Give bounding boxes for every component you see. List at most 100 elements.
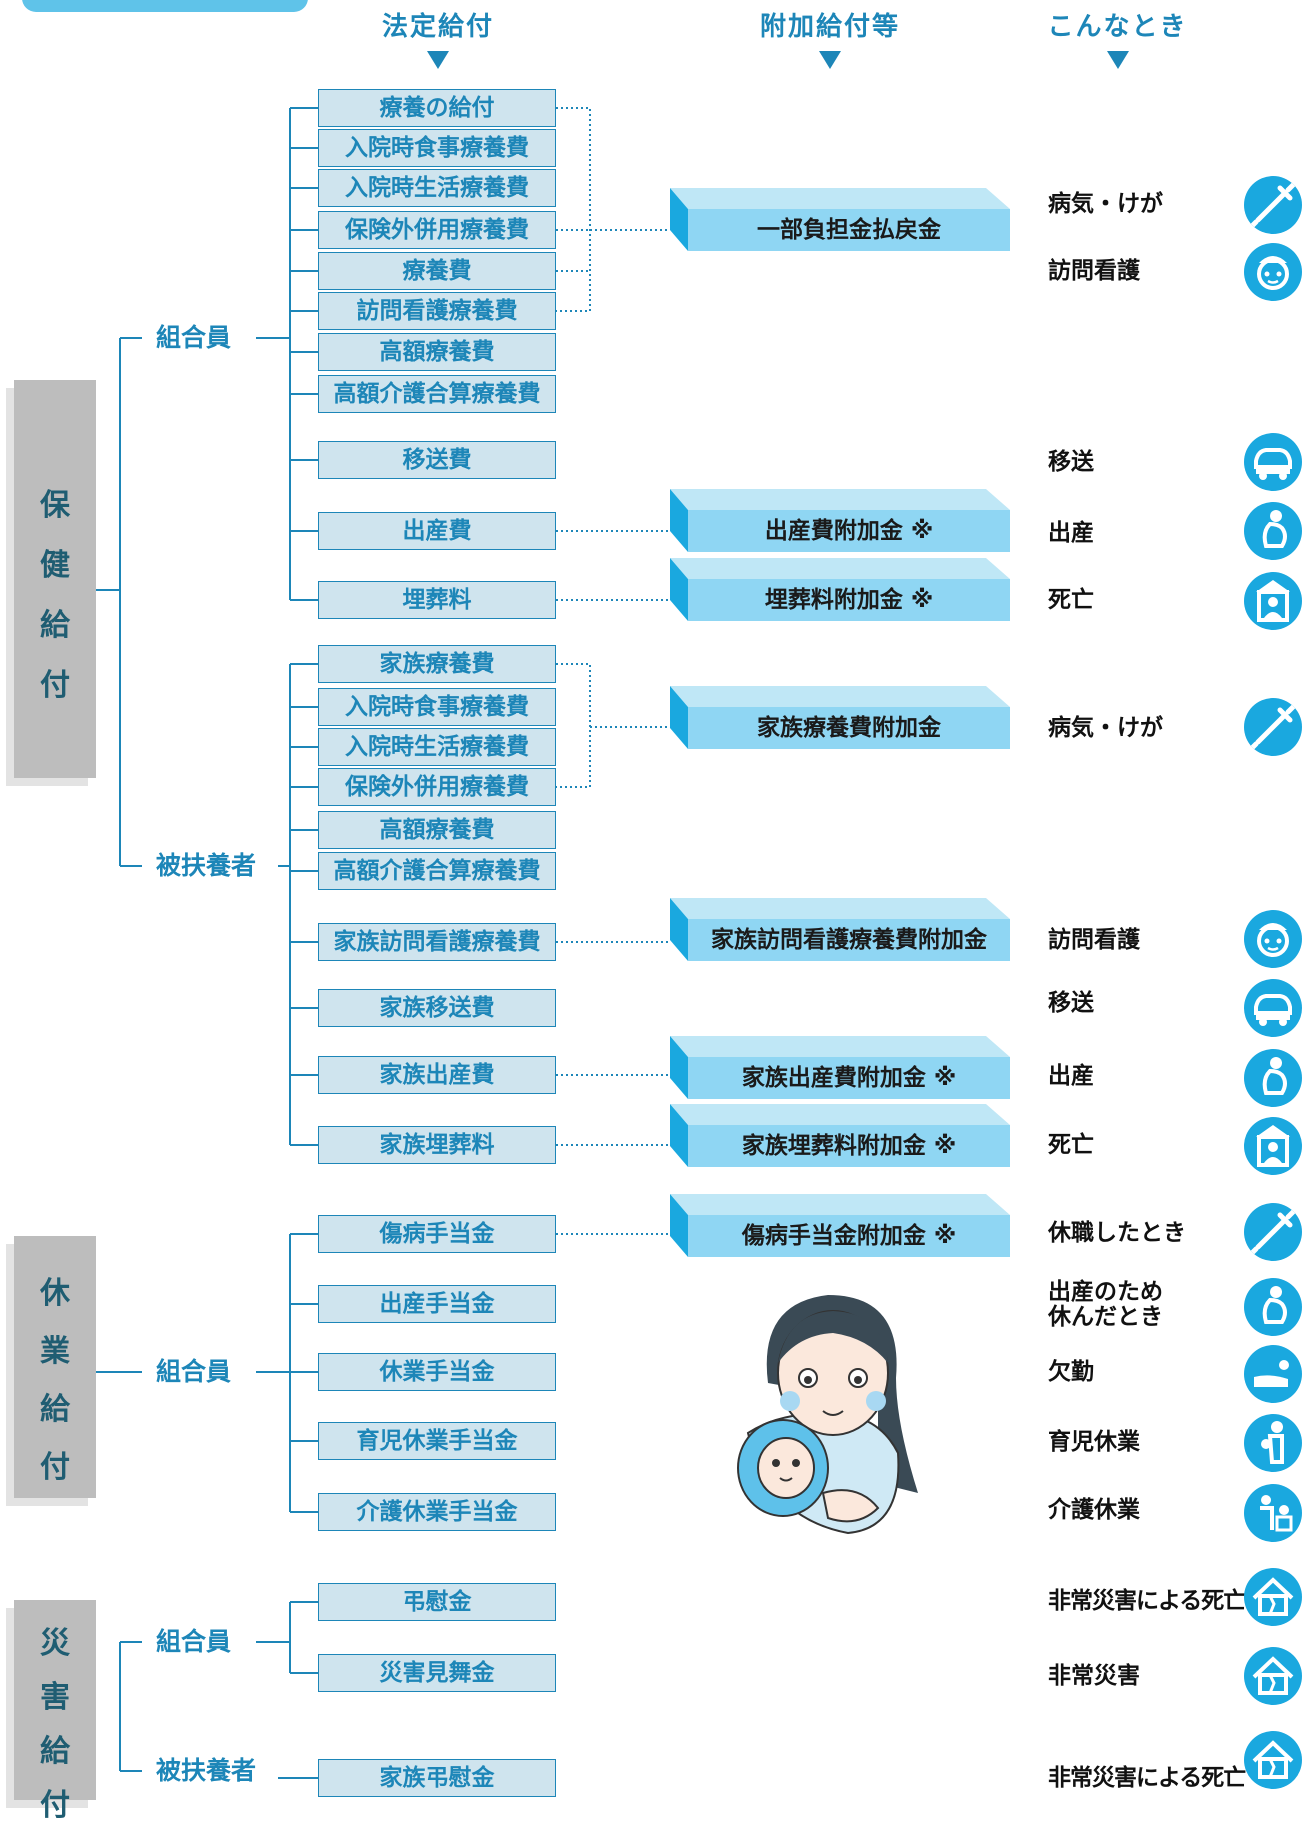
situation-label: 出産 <box>1048 1063 1094 1089</box>
benefit-box: 育児休業手当金 <box>318 1422 556 1460</box>
benefit-box: 入院時食事療養費 <box>318 129 556 167</box>
situation-label: 移送 <box>1048 449 1094 475</box>
additional-label: 家族訪問看護療養費附加金 <box>688 919 1010 961</box>
situation-label: 休職したとき <box>1048 1220 1186 1246</box>
additional-label: 家族埋葬料附加金 ※ <box>688 1125 1010 1167</box>
syringe-icon <box>1244 698 1302 756</box>
pregnant-icon <box>1244 1278 1302 1336</box>
category-char: 休 <box>40 1276 70 1311</box>
benefit-box: 介護休業手当金 <box>318 1493 556 1531</box>
benefit-box: 傷病手当金 <box>318 1215 556 1253</box>
group-hoken-member: 組合員 <box>152 323 236 353</box>
situation-label: 介護休業 <box>1048 1497 1140 1523</box>
memorial-portrait-icon <box>1244 1117 1302 1175</box>
situation-label: 移送 <box>1048 990 1094 1016</box>
category-saigai: 災 害 給 付 <box>14 1600 96 1823</box>
header-statutory-label: 法定給付 <box>381 12 494 42</box>
situation-label: 育児休業 <box>1048 1429 1140 1455</box>
category-char: 健 <box>40 548 70 583</box>
benefit-box: 保険外併用療養費 <box>318 768 556 806</box>
additional-label: 埋葬料附加金 ※ <box>688 579 1010 621</box>
header-when-arrow-icon <box>1106 51 1129 69</box>
benefit-box: 家族療養費 <box>318 645 556 683</box>
category-char: 保 <box>40 488 70 523</box>
situation-label: 出産 <box>1048 520 1094 546</box>
header-when: こんなとき <box>1030 6 1205 69</box>
category-char: 付 <box>40 1450 70 1485</box>
benefit-box: 訪問看護療養費 <box>318 292 556 330</box>
additional-box: 家族出産費附加金 ※ <box>670 1036 1010 1099</box>
car-icon <box>1244 433 1302 491</box>
additional-label: 出産費附加金 ※ <box>688 510 1010 552</box>
damaged-house-icon <box>1244 1568 1302 1626</box>
group-hoken-dependent: 被扶養者 <box>152 851 261 881</box>
category-char: 給 <box>40 1392 70 1427</box>
damaged-house-icon <box>1244 1647 1302 1705</box>
benefit-box: 弔慰金 <box>318 1583 556 1621</box>
group-saigai-member: 組合員 <box>152 1627 236 1657</box>
nurse-icon <box>1244 910 1302 968</box>
situation-label: 訪問看護 <box>1048 258 1140 284</box>
situation-label: 欠勤 <box>1048 1359 1094 1385</box>
additional-label: 一部負担金払戻金 <box>688 209 1010 251</box>
benefit-box: 家族移送費 <box>318 989 556 1027</box>
situation-label: 出産のため 休んだとき <box>1048 1279 1163 1330</box>
category-kyugyo: 休 業 給 付 <box>14 1236 96 1498</box>
situation-label: 病気・けが <box>1048 715 1163 741</box>
header-when-label: こんなとき <box>1047 12 1188 42</box>
benefit-box: 家族出産費 <box>318 1056 556 1094</box>
benefit-box: 家族訪問看護療養費 <box>318 923 556 961</box>
benefit-box: 出産費 <box>318 512 556 550</box>
additional-label: 家族出産費附加金 ※ <box>688 1057 1010 1099</box>
situation-label: 非常災害 <box>1048 1663 1140 1689</box>
additional-box: 一部負担金払戻金 <box>670 188 1010 251</box>
additional-box: 出産費附加金 ※ <box>670 489 1010 552</box>
category-char: 害 <box>40 1680 70 1715</box>
benefit-box: 家族弔慰金 <box>318 1759 556 1797</box>
header-additional: 附加給付等 <box>730 6 930 69</box>
situation-label: 病気・けが <box>1048 191 1163 217</box>
category-char: 災 <box>40 1626 70 1661</box>
nurse-icon <box>1244 243 1302 301</box>
additional-box: 埋葬料附加金 ※ <box>670 558 1010 621</box>
category-char: 給 <box>40 1734 70 1769</box>
benefit-box: 高額介護合算療養費 <box>318 375 556 413</box>
category-char: 付 <box>40 1788 70 1823</box>
additional-box: 家族訪問看護療養費附加金 <box>670 898 1010 961</box>
benefit-box: 出産手当金 <box>318 1285 556 1323</box>
group-saigai-dependent: 被扶養者 <box>152 1756 261 1786</box>
pregnant-icon <box>1244 1049 1302 1107</box>
benefit-box: 災害見舞金 <box>318 1654 556 1692</box>
header-additional-arrow-icon <box>819 51 841 69</box>
pregnant-icon <box>1244 502 1302 560</box>
category-char: 付 <box>40 668 70 703</box>
benefit-box: 入院時食事療養費 <box>318 688 556 726</box>
top-accent-bar <box>22 0 308 12</box>
header-statutory-arrow-icon <box>427 51 449 69</box>
benefit-box: 休業手当金 <box>318 1353 556 1391</box>
category-hoken: 保 健 給 付 <box>14 380 96 778</box>
benefit-box: 療養の給付 <box>318 89 556 127</box>
benefit-box: 入院時生活療養費 <box>318 728 556 766</box>
caregiving-icon <box>1244 1484 1302 1542</box>
additional-box: 家族療養費附加金 <box>670 686 1010 749</box>
benefit-box: 療養費 <box>318 252 556 290</box>
benefit-box: 家族埋葬料 <box>318 1126 556 1164</box>
category-saigai-label: 災 害 給 付 <box>14 1618 96 1824</box>
situation-label: 死亡 <box>1048 587 1094 613</box>
benefit-box: 入院時生活療養費 <box>318 169 556 207</box>
damaged-house-icon <box>1244 1731 1302 1789</box>
additional-box: 傷病手当金附加金 ※ <box>670 1194 1010 1257</box>
category-char: 業 <box>40 1334 70 1369</box>
benefit-box: 高額介護合算療養費 <box>318 852 556 890</box>
syringe-icon <box>1244 176 1302 234</box>
syringe-icon <box>1244 1203 1302 1261</box>
category-char: 給 <box>40 608 70 643</box>
situation-label: 訪問看護 <box>1048 927 1140 953</box>
additional-box: 家族埋葬料附加金 ※ <box>670 1104 1010 1167</box>
situation-label: 非常災害による死亡 <box>1048 1588 1246 1614</box>
benefit-box: 移送費 <box>318 441 556 479</box>
situation-label: 死亡 <box>1048 1132 1094 1158</box>
benefit-box: 保険外併用療養費 <box>318 211 556 249</box>
category-hoken-label: 保 健 給 付 <box>14 480 96 704</box>
